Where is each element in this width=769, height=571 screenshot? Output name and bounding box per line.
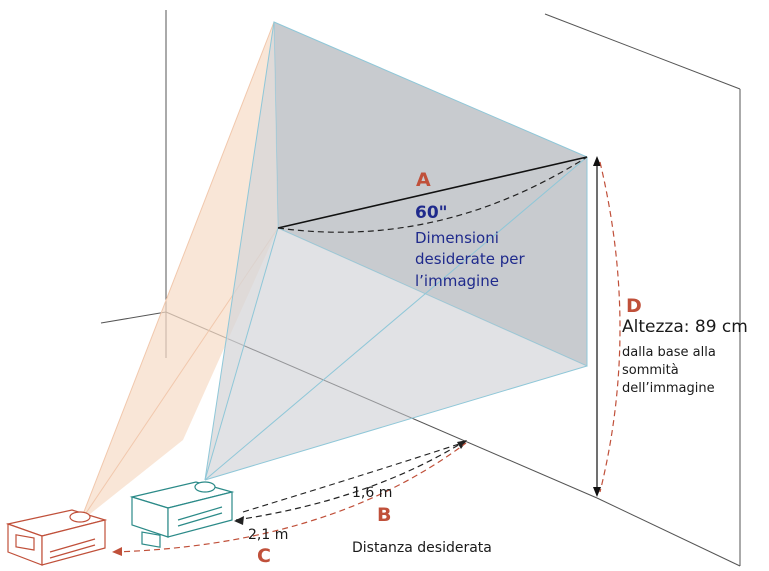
height-d-arc <box>599 161 621 493</box>
diagonal-a-line <box>277 156 588 229</box>
projector-red <box>5 509 108 566</box>
distance-b-arc <box>235 440 466 521</box>
wall-bottom-line <box>596 497 741 567</box>
projector-teal <box>129 481 235 548</box>
diagonal-a-arc <box>277 156 588 233</box>
label-a-desc-line2: desiderate per <box>415 250 525 268</box>
label-a-value: 60" <box>415 203 448 223</box>
distance-b-arc-2 <box>242 442 463 513</box>
label-b-value: 1,6 m <box>352 485 393 501</box>
label-d-value: Altezza: 89 cm <box>622 317 748 337</box>
floor-line-left <box>100 311 167 324</box>
beam-teal-projector-upper <box>205 22 278 480</box>
label-c-value: 2,1 m <box>248 527 289 543</box>
label-distance-desc: Distanza desiderata <box>352 540 492 556</box>
label-b: B <box>377 504 392 526</box>
label-d: D <box>626 295 642 317</box>
label-d-desc-line1: dalla base alla <box>622 345 716 360</box>
beam-red-projector <box>80 22 278 522</box>
label-a-desc-line3: l’immagine <box>415 272 499 290</box>
label-c: C <box>257 545 271 567</box>
beam-teal-projector <box>205 228 587 480</box>
label-d-desc-line2: sommità <box>622 363 679 378</box>
label-a-desc-line1: Dimensioni <box>415 229 499 247</box>
wall-top-line <box>544 13 741 90</box>
label-d-desc-line3: dell’immagine <box>622 381 715 396</box>
label-a: A <box>416 169 431 191</box>
